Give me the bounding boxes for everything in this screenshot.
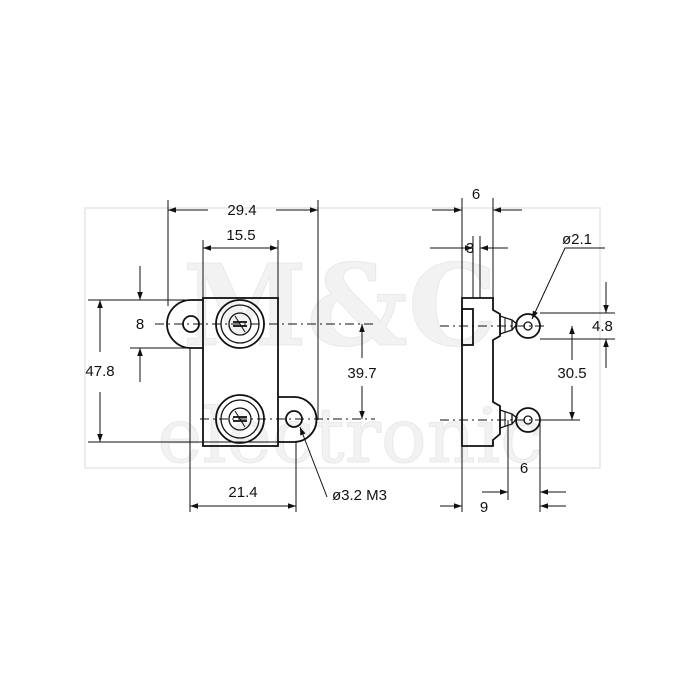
side-view: 6 3 ø2.1 4.8 30.5 6 9 — [430, 186, 615, 516]
front-tab-top — [166, 299, 203, 349]
dim-terminal-spacing: 30.5 — [557, 365, 586, 382]
dim-side-width: 6 — [472, 186, 480, 203]
dim-front-tab-offset: 21.4 — [228, 484, 257, 501]
dim-front-body-width: 15.5 — [226, 227, 255, 244]
side-body — [461, 297, 501, 447]
dim-terminal-height: 4.8 — [592, 318, 613, 335]
dim-terminal-offset: 6 — [520, 460, 528, 477]
dim-front-total-height: 47.8 — [85, 363, 114, 380]
watermark-logo: M&C — [183, 241, 497, 372]
front-view: 29.4 15.5 8 47.8 39.7 21.4 ø3.2 M3 — [85, 200, 387, 512]
dim-front-tab-height: 8 — [136, 316, 144, 333]
dim-front-width-total: 29.4 — [227, 202, 256, 219]
front-body — [202, 297, 279, 447]
dim-front-hole-spacing: 39.7 — [347, 365, 376, 382]
dim-side-inner: 3 — [466, 240, 474, 257]
dim-terminal-hole: ø2.1 — [562, 231, 592, 248]
watermark: M&C electronic — [84, 207, 601, 481]
dim-mount-hole: ø3.2 M3 — [332, 487, 387, 504]
watermark-subtitle: electronic — [157, 391, 542, 480]
dim-side-depth: 9 — [480, 499, 488, 516]
side-slot — [461, 308, 474, 346]
